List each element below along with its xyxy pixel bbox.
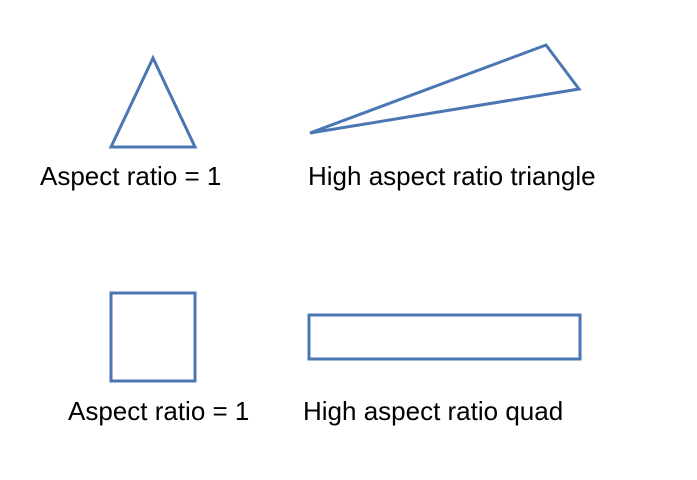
- high-aspect-triangle-label: High aspect ratio triangle: [308, 161, 596, 191]
- square-label: Aspect ratio = 1: [68, 396, 250, 426]
- high-aspect-quad: [307, 313, 582, 361]
- high-aspect-triangle: [309, 43, 582, 135]
- equilateral-triangle-label: Aspect ratio = 1: [40, 161, 222, 191]
- equilateral-triangle: [108, 54, 198, 149]
- square: [109, 291, 197, 383]
- high-aspect-quad-label: High aspect ratio quad: [303, 396, 564, 426]
